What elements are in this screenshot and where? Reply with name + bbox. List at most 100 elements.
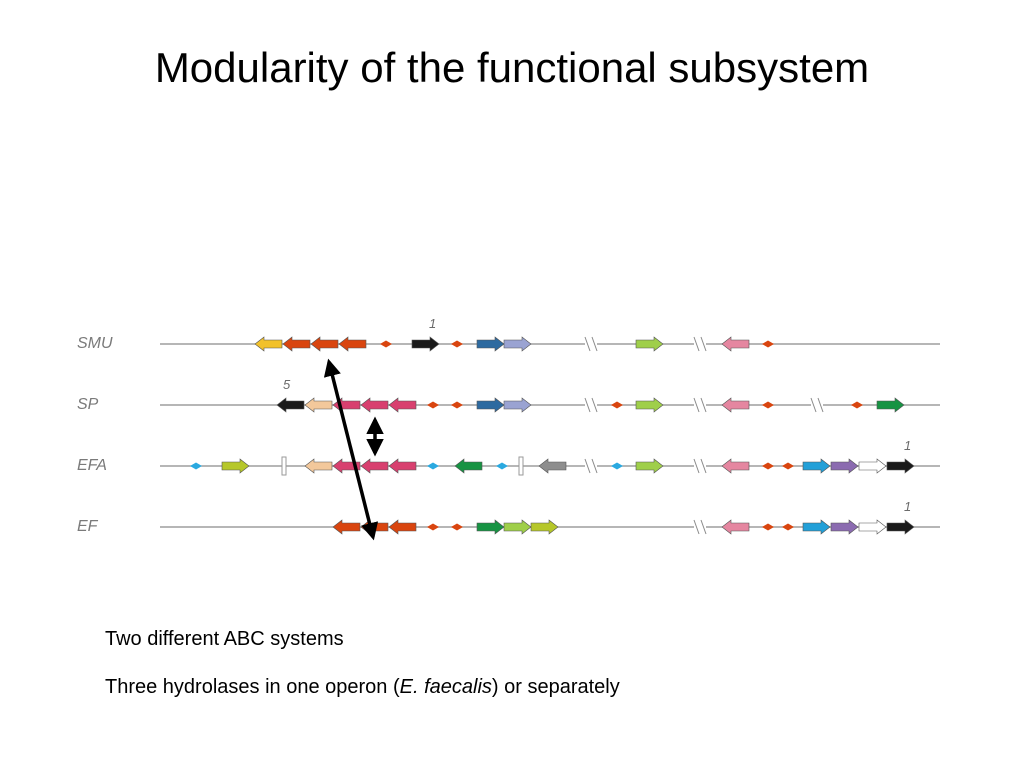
gene-arrow-red: [338, 336, 367, 352]
gene-arrow-magenta: [388, 458, 417, 474]
intergenic-diamond-red: [427, 401, 439, 409]
slide-title: Modularity of the functional subsystem: [154, 44, 870, 91]
gene-arrow-black: [276, 397, 305, 413]
gene-arrow-magenta: [388, 397, 417, 413]
track-label: EFA: [77, 457, 107, 474]
gene-arrow-red: [282, 336, 311, 352]
intergenic-diamond-cyan: [611, 462, 623, 470]
intergenic-diamond-red: [451, 401, 463, 409]
gene-arrow-white: [858, 519, 887, 535]
caption-hydrolases-prefix: Three hydrolases in one operon (: [105, 676, 400, 698]
intergenic-diamond-red: [782, 462, 794, 470]
gene-arrow-lightgreen: [503, 519, 532, 535]
gene-arrow-gray: [538, 458, 567, 474]
intergenic-diamond-red: [762, 340, 774, 348]
gene-arrow-pink: [721, 397, 750, 413]
track-label: EF: [77, 518, 99, 535]
gene-arrow-peach: [304, 397, 333, 413]
gene-number-label: 5: [283, 377, 291, 392]
caption-species-italic: E. faecalis: [399, 676, 492, 698]
break-slash: [693, 458, 700, 474]
intergenic-diamond-red: [851, 401, 863, 409]
break-slash: [817, 397, 824, 413]
intergenic-diamond-cyan: [496, 462, 508, 470]
caption-hydrolases-suffix: ) or separately: [491, 676, 620, 698]
connectors-layer: [323, 358, 384, 541]
break-slash: [584, 397, 591, 413]
intergenic-diamond-red: [451, 523, 463, 531]
break-slash: [591, 336, 598, 352]
gene-arrow-white: [858, 458, 887, 474]
break-slash: [693, 336, 700, 352]
track-ef: EF1: [77, 499, 940, 535]
intergenic-diamond-red: [762, 462, 774, 470]
break-gap: [585, 336, 597, 352]
gene-arrow-magenta: [360, 397, 389, 413]
gene-arrow-green: [454, 458, 483, 474]
gene-arrow-blue: [802, 519, 831, 535]
gene-arrow-black: [886, 519, 915, 535]
caption-abc-systems: Two different ABC systems: [105, 628, 344, 650]
break-slash: [700, 336, 707, 352]
break-slash: [693, 397, 700, 413]
contig-bracket: [281, 456, 287, 476]
break-slash: [700, 519, 707, 535]
gene-arrow-blue: [802, 458, 831, 474]
break-gap: [585, 458, 597, 474]
break-gap: [694, 519, 706, 535]
track-smu: SMU 1: [77, 316, 940, 352]
intergenic-diamond-red: [611, 401, 623, 409]
gene-number-label: 1: [429, 316, 436, 331]
gene-arrow-lightgreen: [635, 397, 664, 413]
gene-arrow-lightgreen: [635, 458, 664, 474]
gene-arrow-olive: [530, 519, 559, 535]
break-slash: [700, 397, 707, 413]
break-gap: [811, 397, 823, 413]
gene-arrow-navy: [476, 397, 505, 413]
gene-arrow-purple: [830, 519, 859, 535]
break-slash: [584, 458, 591, 474]
gene-arrow-purple: [830, 458, 859, 474]
gene-arrow-pink: [721, 519, 750, 535]
track-label: SP: [77, 396, 99, 413]
break-gap: [585, 397, 597, 413]
gene-arrow-lavender: [503, 336, 532, 352]
gene-arrow-olive: [221, 458, 250, 474]
contig-bracket: [518, 456, 524, 476]
gene-arrow-lavender: [503, 397, 532, 413]
break-gap: [694, 336, 706, 352]
gene-arrow-green: [476, 519, 505, 535]
break-slash: [700, 458, 707, 474]
gene-arrow-red: [388, 519, 417, 535]
break-gap: [694, 458, 706, 474]
gene-arrow-peach: [304, 458, 333, 474]
break-slash: [584, 336, 591, 352]
gene-arrow-red: [360, 519, 389, 535]
intergenic-diamond-red: [762, 401, 774, 409]
intergenic-diamond-cyan: [190, 462, 202, 470]
intergenic-diamond-red: [451, 340, 463, 348]
intergenic-diamond-red: [380, 340, 392, 348]
gene-arrow-magenta: [360, 458, 389, 474]
intergenic-diamond-red: [427, 523, 439, 531]
gene-arrow-black: [886, 458, 915, 474]
intergenic-diamond-red: [762, 523, 774, 531]
track-sp: SP 5: [77, 377, 940, 413]
gene-arrow-pink: [721, 458, 750, 474]
break-slash: [591, 458, 598, 474]
gene-arrow-pink: [721, 336, 750, 352]
gene-arrow-red: [332, 519, 361, 535]
gene-arrow-yellow: [254, 336, 283, 352]
break-slash: [810, 397, 817, 413]
gene-arrow-black: [411, 336, 440, 352]
intergenic-diamond-cyan: [427, 462, 439, 470]
track-label: SMU: [77, 335, 113, 352]
caption-hydrolases: Three hydrolases in one operon (E. faeca…: [105, 676, 620, 699]
double-arrow-smu-ef: [323, 358, 379, 541]
intergenic-diamond-red: [782, 523, 794, 531]
gene-arrow-navy: [476, 336, 505, 352]
break-gap: [694, 397, 706, 413]
